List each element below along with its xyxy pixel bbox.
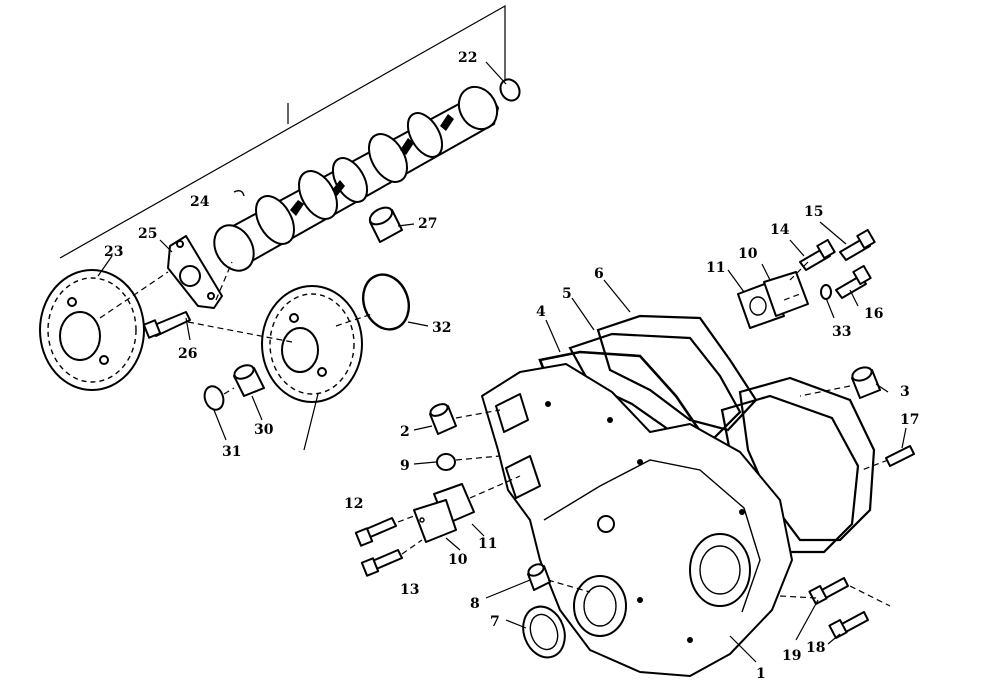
part-2-bushing [429, 403, 457, 435]
bolts-12-13 [354, 517, 403, 577]
part-22-ring [499, 78, 521, 102]
label-30: 30 [254, 422, 274, 438]
label-11-lower: 11 [478, 536, 497, 552]
label-1: 1 [756, 666, 766, 682]
part-10-11-cover-plate-upper [737, 271, 809, 329]
part-17-pin [885, 445, 915, 467]
label-19: 19 [782, 648, 801, 664]
label-7: 7 [490, 614, 500, 630]
label-4: 4 [536, 304, 546, 320]
part-7-seal [522, 605, 566, 659]
assembly-bracket [59, 4, 506, 259]
label-15: 15 [804, 204, 823, 220]
part-3-bushing [851, 366, 881, 399]
label-18: 18 [806, 640, 825, 656]
part-32-o-ring [362, 273, 410, 331]
label-3: 3 [900, 384, 910, 400]
label-9: 9 [400, 458, 410, 474]
part-10-11-cover-plate-lower [413, 483, 475, 543]
idler-gear [261, 285, 363, 403]
label-24: 24 [190, 194, 210, 210]
label-31: 31 [222, 444, 241, 460]
label-10-upper: 10 [738, 246, 758, 262]
part-30-bushing [233, 364, 265, 397]
part-9-ring [436, 453, 456, 471]
part-8-plug [527, 563, 551, 591]
label-5: 5 [562, 286, 572, 302]
label-33: 33 [832, 324, 851, 340]
label-10-lower: 10 [448, 552, 468, 568]
part-26-bolt [142, 311, 191, 339]
camshaft [213, 85, 499, 272]
label-25: 25 [138, 226, 157, 242]
label-2: 2 [400, 424, 410, 440]
label-23: 23 [104, 244, 123, 260]
part-25-thrust-plate [167, 235, 223, 309]
label-12: 12 [344, 496, 363, 512]
label-26: 26 [178, 346, 197, 362]
part-31-ring [203, 385, 225, 411]
label-14: 14 [770, 222, 790, 238]
part-27-bushing [368, 206, 403, 243]
label-11-upper: 11 [706, 260, 725, 276]
label-6: 6 [594, 266, 604, 282]
part-labels: 22 23 24 25 26 27 32 30 31 4 5 6 3 17 2 … [104, 50, 919, 682]
label-16: 16 [864, 306, 883, 322]
label-17: 17 [900, 412, 919, 428]
leader-lines [97, 61, 907, 663]
label-8: 8 [470, 596, 480, 612]
part-23-cam-gear [39, 269, 145, 391]
alignment-lines [99, 261, 891, 607]
label-32: 32 [432, 320, 451, 336]
bolts-18-19 [808, 577, 869, 639]
bolts-14-15-16 [799, 228, 876, 300]
label-13: 13 [400, 582, 419, 598]
label-27: 27 [418, 216, 437, 232]
part-24-key [233, 189, 245, 197]
label-22: 22 [458, 50, 477, 66]
part-1-timing-cover [481, 363, 793, 677]
